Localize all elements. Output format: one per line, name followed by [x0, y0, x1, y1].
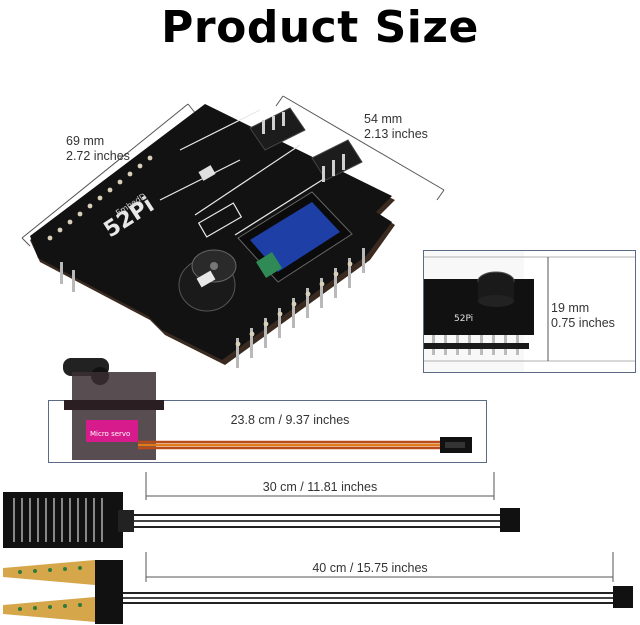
soil-sensor-cable-length: 40 cm / 15.75 inches	[312, 561, 428, 575]
rain-sensor	[3, 492, 520, 548]
connector-top-left	[249, 107, 306, 151]
page-title: Product Size	[161, 2, 479, 53]
soil-sensor	[3, 560, 633, 624]
servo-label: Micro servo	[90, 430, 130, 438]
shield-board: 52Pi EmbedD	[21, 95, 445, 368]
height-inset: 52Pi 19 mm 0.75 inches	[423, 250, 636, 373]
servo-cable-length: 23.8 cm / 9.37 inches	[230, 413, 350, 427]
board-height-label: 19 mm 0.75 inches	[551, 301, 615, 330]
connector-top-right	[311, 139, 363, 182]
rain-sensor-cable-length: 30 cm / 11.81 inches	[262, 480, 378, 494]
board-width-label: 54 mm 2.13 inches	[364, 112, 428, 141]
height-inset-illustration: 52Pi	[424, 251, 635, 372]
board-length-label: 69 mm 2.72 inches	[66, 134, 130, 163]
servo-cable	[138, 437, 472, 453]
oled-display	[237, 191, 353, 283]
inset-brand-logo: 52Pi	[454, 314, 473, 324]
buzzer	[178, 249, 237, 312]
